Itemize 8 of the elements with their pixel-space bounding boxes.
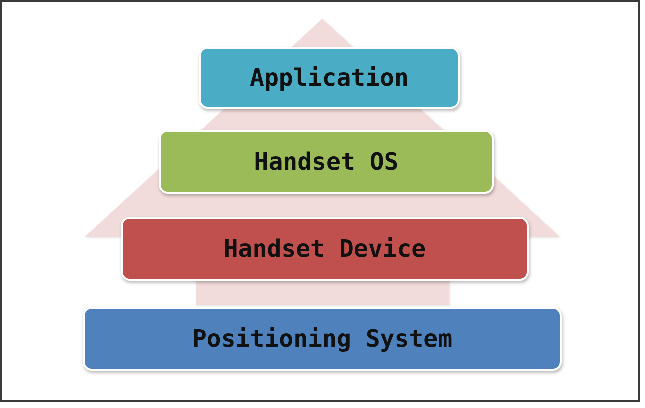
layer-label: Handset Device	[224, 236, 426, 262]
layer-label: Application	[250, 64, 409, 92]
layer-box	[199, 47, 460, 109]
layer-box	[83, 307, 562, 371]
layer-label: Positioning System	[192, 326, 453, 352]
layer-label: Handset OS	[254, 148, 399, 176]
layer-box	[159, 130, 494, 194]
layer-box	[121, 217, 529, 281]
